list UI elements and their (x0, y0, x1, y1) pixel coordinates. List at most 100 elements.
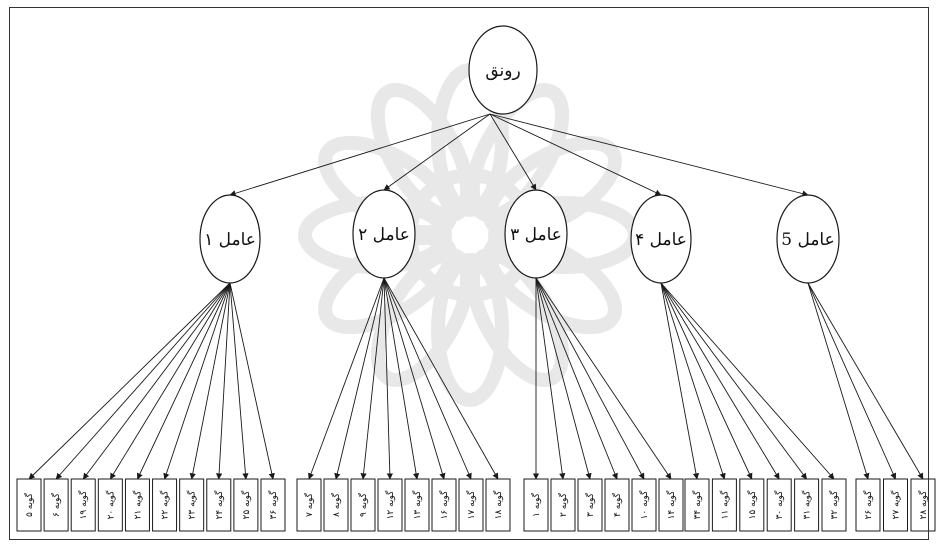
item-rect (206, 478, 232, 532)
item-rect (577, 478, 603, 532)
edge-factor-to-item (807, 282, 897, 480)
item-rect (821, 478, 847, 532)
factor-node-4: عامل ۴ (630, 194, 692, 284)
edge-factor-to-item (28, 282, 231, 480)
item-rect (179, 478, 205, 532)
item-label: گویه ۲۴ (213, 490, 225, 520)
edge-factor-to-item (109, 282, 231, 480)
item-label: گویه ۲ (557, 492, 569, 517)
item-rect (233, 478, 259, 532)
item-label: گویه ۱۴ (665, 490, 677, 520)
factor-node-5: عامل 5 (776, 194, 840, 284)
item-box: گویه ۲۶ (855, 478, 881, 532)
edge-factor-to-item (807, 282, 870, 480)
item-label: گویه ۳۰ (773, 490, 785, 520)
root-node: رونق (468, 25, 538, 115)
item-box: گویه ۳۱ (794, 478, 820, 532)
edge-root-to-factor (229, 113, 491, 197)
item-rect (43, 478, 69, 532)
edge-factor-to-item (535, 277, 672, 480)
edge-root-to-factor (489, 113, 537, 191)
item-box: گویه ۱۵ (739, 478, 765, 532)
item-rect (485, 478, 511, 532)
edge-factor-to-item (383, 277, 393, 480)
item-label: گویه ۲۵ (240, 490, 252, 520)
item-box: گویه ۱۸ (485, 478, 511, 532)
factor-ellipse (199, 194, 261, 284)
item-label: گویه ۱ (530, 492, 542, 517)
item-box: گویه ۲۳ (179, 478, 205, 532)
watermark-petal (482, 135, 622, 240)
item-rect (152, 478, 178, 532)
edges-layer (28, 113, 924, 480)
item-label: گویه ۸ (330, 492, 342, 517)
item-rect (550, 478, 576, 532)
edge-factor-to-item (82, 282, 231, 480)
item-rect (766, 478, 792, 532)
edge-factor-to-item (383, 277, 472, 480)
edge-factor-to-item (660, 282, 753, 480)
item-label: گویه ۱۰ (638, 490, 650, 520)
item-box: گویه ۱ (523, 478, 549, 532)
edge-factor-to-item (660, 282, 700, 480)
item-label: گویه ۳ (584, 492, 596, 517)
item-label: گویه ۱۹ (77, 490, 89, 520)
item-rect (604, 478, 630, 532)
factor-node-3: عامل ۳ (504, 189, 568, 279)
item-box: گویه ۴ (604, 478, 630, 532)
item-box: گویه ۷ (296, 478, 322, 532)
item-rect (739, 478, 765, 532)
item-label: گویه ۳۱ (801, 490, 813, 520)
item-rect (855, 478, 881, 532)
item-rect (631, 478, 657, 532)
factor-ellipse (630, 194, 692, 284)
edge-root-to-factor (489, 113, 662, 196)
edge-factor-to-item (535, 277, 645, 480)
edge-factor-to-item (163, 282, 231, 480)
edge-factor-to-item (535, 277, 566, 480)
factor-label: عامل 5 (781, 230, 835, 250)
edge-root-to-factor (383, 113, 491, 191)
item-box: گویه ۱۷ (458, 478, 484, 532)
item-box: گویه ۲ (550, 478, 576, 532)
edge-factor-to-item (229, 282, 249, 480)
factor-ellipse (504, 189, 568, 279)
item-box: گویه ۵ (16, 478, 42, 532)
edge-factor-to-item (55, 282, 231, 480)
edge-root-to-factor (489, 113, 809, 197)
item-rect (296, 478, 322, 532)
edge-factor-to-item (383, 277, 420, 480)
item-label: گویه ۴ (611, 492, 623, 517)
edge-factor-to-item (229, 282, 275, 480)
item-label: گویه ۳۲ (828, 490, 840, 520)
item-box: گویه ۱۰ (631, 478, 657, 532)
factor-node-1: عامل ۱ (199, 194, 261, 284)
edge-factor-to-item (334, 277, 385, 480)
item-label: گویه ۱۸ (492, 490, 504, 520)
root-label: رونق (485, 61, 520, 81)
item-box: گویه ۲۱ (124, 478, 150, 532)
item-box: گویه ۱۶ (431, 478, 457, 532)
item-label: گویه ۲۷ (890, 490, 902, 520)
item-label: گویه ۲۱ (131, 490, 143, 520)
item-rect (323, 478, 349, 532)
item-box: گویه ۲۷ (883, 478, 908, 532)
item-rect (350, 478, 376, 532)
item-box: گویه ۳۲ (821, 478, 847, 532)
item-label: گویه ۱۱ (718, 490, 730, 520)
item-box: گویه ۲۸ (910, 478, 936, 532)
edge-factor-to-item (383, 277, 499, 480)
item-box: گویه ۳۴ (684, 478, 710, 532)
item-rect (431, 478, 457, 532)
edge-factor-to-item (660, 282, 807, 480)
item-label: گویه ۲۰ (104, 490, 116, 520)
edge-factor-to-item (660, 282, 835, 480)
item-box: گویه ۸ (323, 478, 349, 532)
factor-label: عامل ۳ (510, 225, 562, 245)
item-box: گویه ۲۲ (152, 478, 178, 532)
item-label: گویه ۱۳ (411, 490, 423, 520)
item-rect (16, 478, 42, 532)
item-box: گویه ۲۵ (233, 478, 259, 532)
